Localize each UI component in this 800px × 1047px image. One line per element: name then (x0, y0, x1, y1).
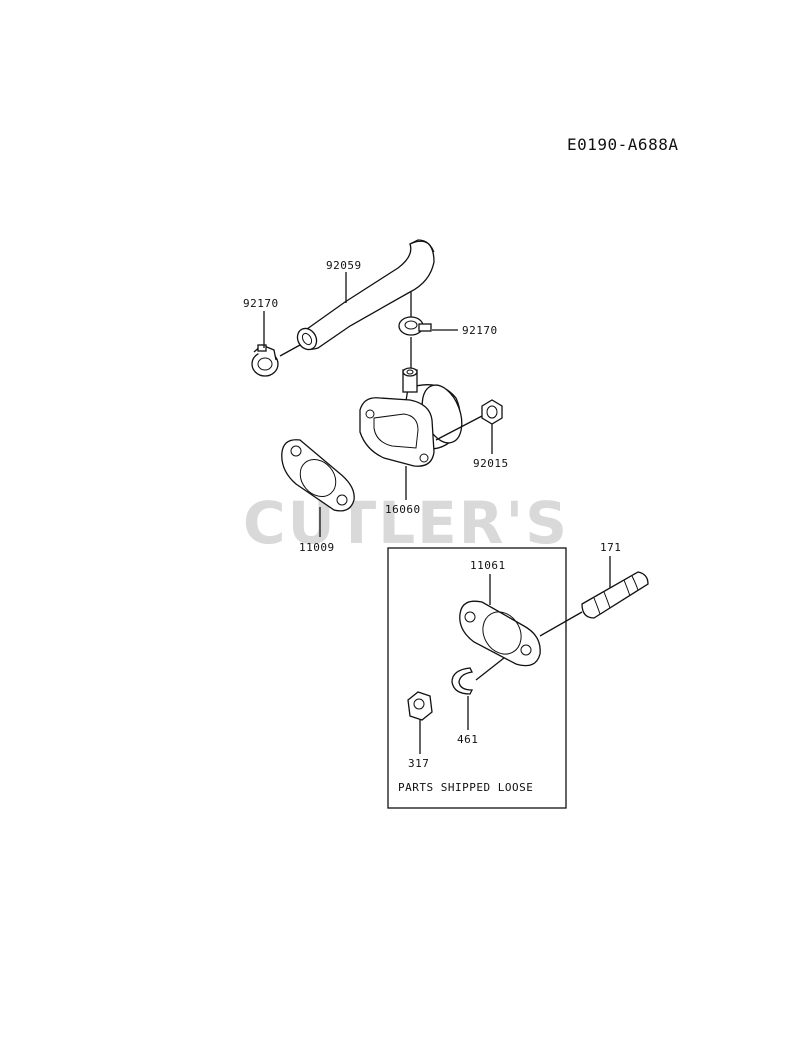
leader-washer-axis (475, 657, 505, 681)
housing-part[interactable] (359, 367, 469, 467)
loose-parts-note: PARTS SHIPPED LOOSE (398, 781, 533, 794)
watermark-text: CUTLER'S (243, 489, 569, 557)
washer-part[interactable] (451, 667, 474, 695)
nut-part[interactable] (407, 691, 433, 721)
label-16060: 16060 (385, 503, 421, 516)
hose-part[interactable] (294, 239, 435, 353)
label-461: 461 (457, 733, 478, 746)
clamp-left-part[interactable] (251, 344, 279, 377)
label-92059: 92059 (326, 259, 362, 272)
leader-nut-flange-axis (435, 415, 483, 441)
leader-stud-axis (539, 611, 583, 637)
label-92170-right: 92170 (462, 324, 498, 337)
label-11009: 11009 (299, 541, 335, 554)
clamp-right-part[interactable] (398, 316, 432, 336)
label-92170-left: 92170 (243, 297, 279, 310)
loose-parts-box (387, 547, 567, 809)
leader-clamp-left-hose (279, 344, 301, 357)
label-11061: 11061 (470, 559, 506, 572)
nut-flange-part[interactable] (481, 399, 503, 425)
gasket-box-part[interactable] (459, 600, 541, 667)
gasket-left-part[interactable] (281, 439, 355, 512)
label-171: 171 (600, 541, 621, 554)
diagram-code: E0190-A688A (567, 135, 678, 154)
label-92015: 92015 (473, 457, 509, 470)
label-317: 317 (408, 757, 429, 770)
stud-part[interactable] (581, 571, 649, 619)
